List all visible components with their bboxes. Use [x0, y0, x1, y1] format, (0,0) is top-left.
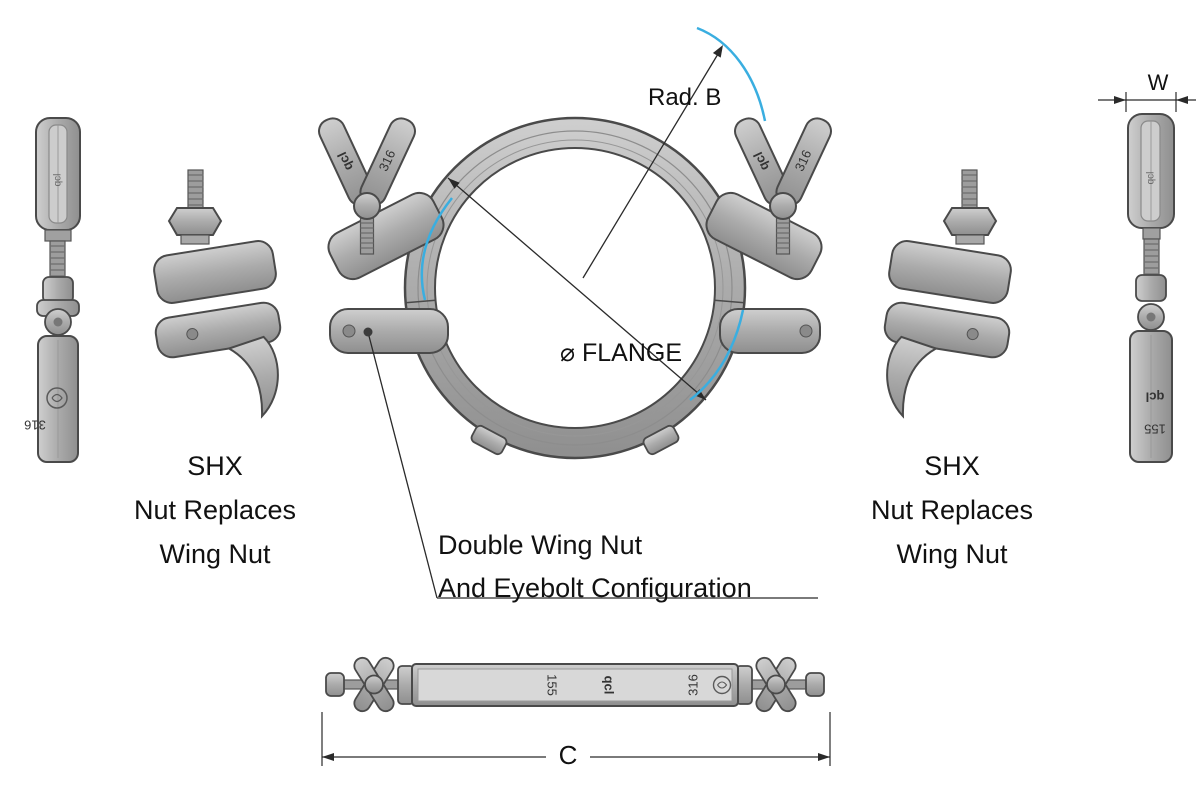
- shx-note-line3: Wing Nut: [159, 539, 271, 569]
- shx-view-right: [871, 170, 1013, 431]
- notch-left: [470, 424, 508, 456]
- rivet: [799, 324, 813, 338]
- band-marking: qcl: [1146, 390, 1165, 405]
- radius-dimension-line: [582, 45, 723, 279]
- w-dimension: [1098, 92, 1196, 112]
- shx-note-right: SHX Nut Replaces Wing Nut: [822, 444, 1082, 576]
- config-note: Double Wing Nut And Eyebolt Configuratio…: [438, 524, 752, 610]
- flange-diameter-label: ⌀ FLANGE: [560, 339, 682, 367]
- band-marking: qcl: [602, 676, 617, 695]
- shx-note-line3: Wing Nut: [896, 539, 1008, 569]
- rivet: [342, 324, 356, 338]
- wing-marking: qcl: [750, 150, 772, 173]
- eyebolt-hole: [363, 327, 373, 337]
- wing-marking: qcl: [53, 174, 64, 187]
- ring-groove-line2: [426, 139, 724, 437]
- c-dimension: [321, 712, 831, 766]
- shx-note-line1: SHX: [187, 451, 243, 481]
- config-note-line1: Double Wing Nut: [438, 530, 643, 560]
- radius-label: Rad. B: [648, 84, 722, 111]
- length-dimension-label: C: [558, 740, 578, 770]
- width-dimension-label: W: [1147, 70, 1169, 95]
- wing-nut-top-left: [353, 656, 395, 713]
- ring-split-lines: [405, 299, 745, 304]
- leader-line: [368, 335, 818, 599]
- shx-view-left: [152, 170, 294, 431]
- wing-nut-top-right: [755, 656, 797, 713]
- hinge-left: [329, 308, 449, 354]
- wing-marking: qcl: [1146, 172, 1157, 185]
- band-marking: 316: [24, 418, 46, 433]
- shx-note-line1: SHX: [924, 451, 980, 481]
- band-marking: 155: [1144, 422, 1166, 437]
- hinge-right: [719, 308, 821, 354]
- radius-arc: [696, 26, 767, 122]
- highlight-arc-lower-right: [689, 309, 745, 401]
- ring-groove-line: [417, 130, 733, 446]
- eyebolt-end-left: [325, 672, 345, 697]
- top-view: 155 qcl 316: [321, 656, 831, 766]
- logo-stamp: [46, 387, 68, 409]
- front-view: qcl 316 qcl 316 ⌀ FLANGE: [314, 26, 836, 599]
- highlight-arc-upper-left: [420, 197, 453, 301]
- shx-note-line2: Nut Replaces: [870, 495, 1034, 525]
- shx-note-left: SHX Nut Replaces Wing Nut: [85, 444, 345, 576]
- shx-note-line2: Nut Replaces: [133, 495, 297, 525]
- eyebolt-end-right: [805, 672, 825, 697]
- band-marking: 155: [545, 674, 560, 696]
- diameter-dimension-line: [447, 177, 707, 401]
- config-note-line2: And Eyebolt Configuration: [438, 573, 752, 603]
- profile-view-left: qcl 316: [24, 117, 81, 463]
- logo-stamp: [712, 675, 732, 695]
- wing-marking: qcl: [334, 150, 356, 173]
- band-marking: 316: [685, 674, 700, 696]
- notch-right: [642, 424, 680, 456]
- profile-view-right: qcl qcl 155: [1098, 92, 1196, 463]
